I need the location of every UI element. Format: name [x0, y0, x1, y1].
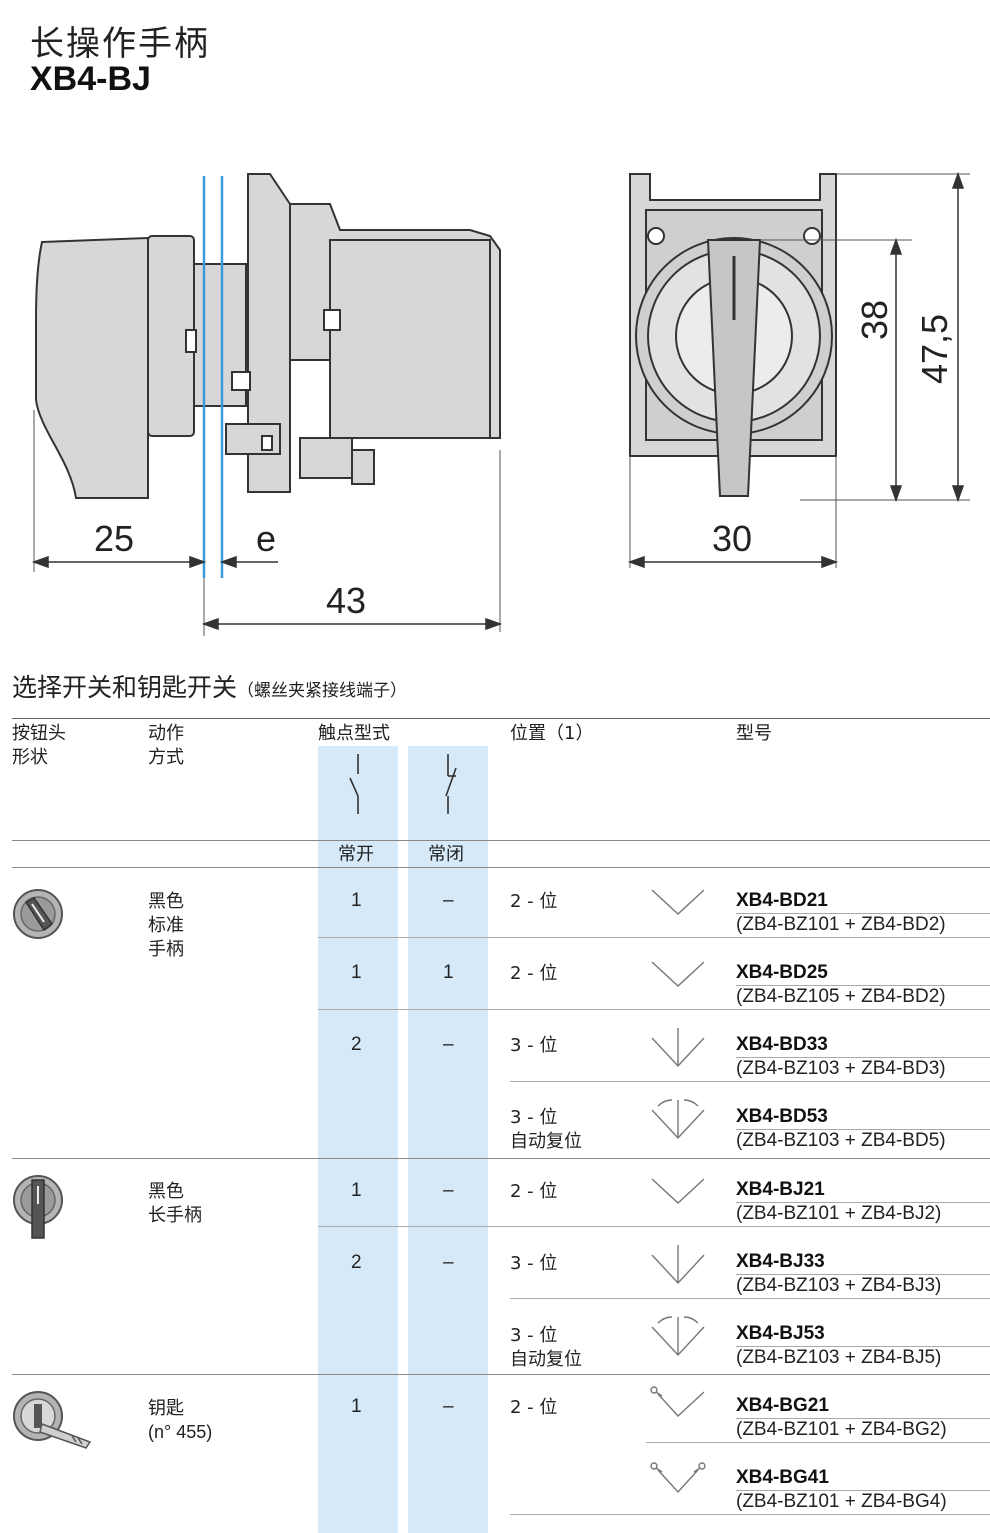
model-number: XB4-BJ33	[736, 1251, 825, 1272]
position-text: 3 - 位	[510, 1035, 558, 1056]
no-count: 1	[351, 962, 362, 983]
no-count: 2	[351, 1252, 362, 1273]
header-head-shape: 按钮头 形状	[12, 723, 66, 768]
model-number: XB4-BJ21	[736, 1179, 825, 1200]
position-text: 2 - 位	[510, 963, 558, 984]
page-model: XB4-BJ	[30, 60, 151, 98]
three-position-diagram	[651, 1245, 705, 1285]
dim-38-label: 38	[854, 299, 895, 340]
header-model: 型号	[736, 723, 772, 744]
header-no: 常开	[338, 844, 374, 865]
nc-count: –	[443, 1396, 454, 1417]
two-position-key-diagram	[650, 1386, 705, 1417]
model-rule	[736, 913, 990, 914]
long-handle-icon	[13, 1175, 63, 1239]
group-operation: 黑色 长手柄	[148, 1181, 202, 1226]
model-rule	[736, 1490, 990, 1491]
header-rule-1	[12, 840, 990, 841]
dim-25-label: 25	[94, 518, 135, 559]
position-text: 2 - 位	[510, 1397, 558, 1418]
row-rule	[510, 1514, 990, 1515]
model-parts: (ZB4-BZ103 + ZB4-BD3)	[736, 1058, 946, 1079]
two-position-diagram	[651, 961, 705, 987]
position-text: 2 - 位	[510, 1181, 558, 1202]
nc-column-bg	[408, 746, 488, 1533]
dim-e-label: e	[256, 518, 277, 559]
model-number: XB4-BD33	[736, 1034, 828, 1055]
section-title: 选择开关和钥匙开关（螺丝夹紧接线端子）	[12, 668, 407, 704]
model-rule	[736, 1346, 990, 1347]
no-count: 1	[351, 1396, 362, 1417]
key-icon	[13, 1391, 92, 1449]
standard-handle-icon	[13, 889, 63, 939]
row-rule	[646, 1442, 990, 1443]
group-operation: 黑色 标准 手柄	[148, 891, 184, 960]
table-top-rule	[12, 718, 990, 719]
header-nc: 常闭	[428, 844, 464, 865]
group-rule-2	[12, 1374, 990, 1375]
two-position-diagram	[651, 1178, 705, 1204]
no-column-bg	[318, 746, 398, 1533]
model-rule	[736, 1057, 990, 1058]
dim-30-label: 30	[712, 518, 753, 559]
position-text: 3 - 位 自动复位	[510, 1325, 582, 1370]
row-rule	[318, 937, 990, 938]
nc-count: –	[443, 890, 454, 911]
model-rule	[736, 1274, 990, 1275]
model-parts: (ZB4-BZ101 + ZB4-BJ2)	[736, 1203, 942, 1224]
model-rule	[736, 985, 990, 986]
dim-43-label: 43	[326, 580, 367, 621]
model-parts: (ZB4-BZ103 + ZB4-BD5)	[736, 1130, 946, 1151]
two-position-diagram	[651, 889, 705, 915]
nc-count: 1	[443, 962, 454, 983]
header-rule-2	[12, 867, 990, 868]
model-parts: (ZB4-BZ101 + ZB4-BG4)	[736, 1491, 947, 1512]
model-number: XB4-BD21	[736, 890, 828, 911]
dim-47-5-label: 47,5	[914, 313, 955, 384]
no-count: 1	[351, 1180, 362, 1201]
model-parts: (ZB4-BZ101 + ZB4-BG2)	[736, 1419, 947, 1440]
no-contact-symbol	[349, 754, 359, 814]
nc-count: –	[443, 1180, 454, 1201]
nc-count: –	[443, 1034, 454, 1055]
model-number: XB4-BG41	[736, 1467, 829, 1488]
page-title: 长操作手柄	[30, 24, 210, 64]
three-position-return-diagram	[651, 1099, 705, 1140]
row-rule	[318, 1226, 990, 1227]
header-operation: 动作 方式	[148, 723, 184, 768]
three-position-diagram	[651, 1028, 705, 1068]
front-view-drawing	[627, 171, 970, 569]
model-number: XB4-BD25	[736, 962, 828, 983]
model-parts: (ZB4-BZ103 + ZB4-BJ5)	[736, 1347, 942, 1368]
section-subtitle: （螺丝夹紧接线端子）	[237, 681, 408, 701]
model-parts: (ZB4-BZ103 + ZB4-BJ3)	[736, 1275, 942, 1296]
no-count: 1	[351, 890, 362, 911]
model-parts: (ZB4-BZ101 + ZB4-BD2)	[736, 914, 946, 935]
model-rule	[736, 1202, 990, 1203]
group-rule-1	[12, 1158, 990, 1159]
model-number: XB4-BJ53	[736, 1323, 825, 1344]
group-operation: 钥匙 (n° 455)	[148, 1398, 213, 1442]
model-rule	[736, 1418, 990, 1419]
two-position-key-both-diagram	[650, 1462, 706, 1494]
no-count: 2	[351, 1034, 362, 1055]
model-number: XB4-BD53	[736, 1106, 828, 1127]
model-number: XB4-BG21	[736, 1395, 829, 1416]
model-parts: (ZB4-BZ105 + ZB4-BD2)	[736, 986, 946, 1007]
position-text: 2 - 位	[510, 891, 558, 912]
model-rule	[736, 1129, 990, 1130]
nc-contact-symbol	[445, 754, 457, 814]
row-rule	[318, 1009, 990, 1010]
header-contact-type: 触点型式	[318, 723, 390, 744]
position-text: 3 - 位	[510, 1253, 558, 1274]
row-rule	[510, 1081, 990, 1082]
header-position: 位置（1）	[510, 723, 594, 744]
row-rule	[510, 1298, 990, 1299]
nc-count: –	[443, 1252, 454, 1273]
section-title-text: 选择开关和钥匙开关	[12, 673, 238, 702]
side-view-drawing	[31, 173, 503, 636]
position-text: 3 - 位 自动复位	[510, 1107, 582, 1152]
three-position-return-diagram	[651, 1316, 705, 1357]
